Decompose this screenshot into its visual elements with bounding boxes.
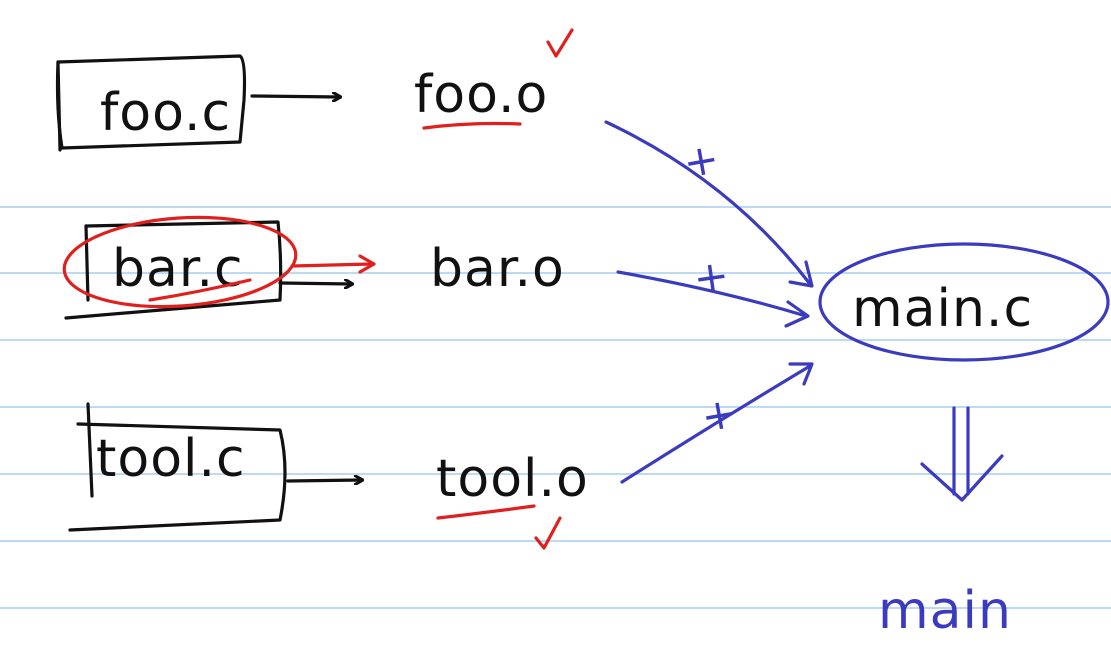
plus-mark-2: + (690, 250, 733, 304)
double-down-arrow-icon (920, 406, 1004, 502)
foo-o-label: foo.o (414, 65, 548, 125)
main-c-ellipse (818, 242, 1110, 362)
tool-c-label: tool.c (96, 429, 246, 489)
notebook-rules (0, 206, 1111, 609)
tool-c-box (68, 402, 287, 532)
foo-c-arrow (250, 96, 340, 97)
foo-o-to-main-arrow (604, 120, 814, 288)
tool-o-to-main-arrow (620, 362, 814, 484)
bar-c-label: bar.c (112, 239, 244, 299)
tool-o-label: tool.o (436, 449, 589, 509)
main-label: main (878, 581, 1012, 641)
foo-c-box (55, 54, 247, 152)
plus-mark-1: + (679, 133, 723, 188)
tool-o-check-icon (534, 516, 562, 550)
link-arrows (604, 120, 814, 484)
tool-c-arrow (286, 480, 362, 481)
foo-c-label: foo.c (100, 83, 231, 143)
bar-o-to-main-arrow (616, 270, 810, 328)
bar-c-underline (148, 278, 252, 302)
foo-o-check-icon (546, 28, 574, 58)
bar-c-red-arrow (290, 254, 376, 274)
main-c-label: main.c (852, 279, 1033, 339)
bar-o-label: bar.o (430, 239, 565, 299)
plus-mark-3: + (697, 387, 741, 442)
bar-c-box (64, 220, 283, 320)
foo-o-underline (422, 121, 522, 130)
bar-c-red-circle (62, 215, 298, 309)
tool-o-underline (436, 504, 536, 520)
bar-c-arrow (278, 283, 352, 284)
